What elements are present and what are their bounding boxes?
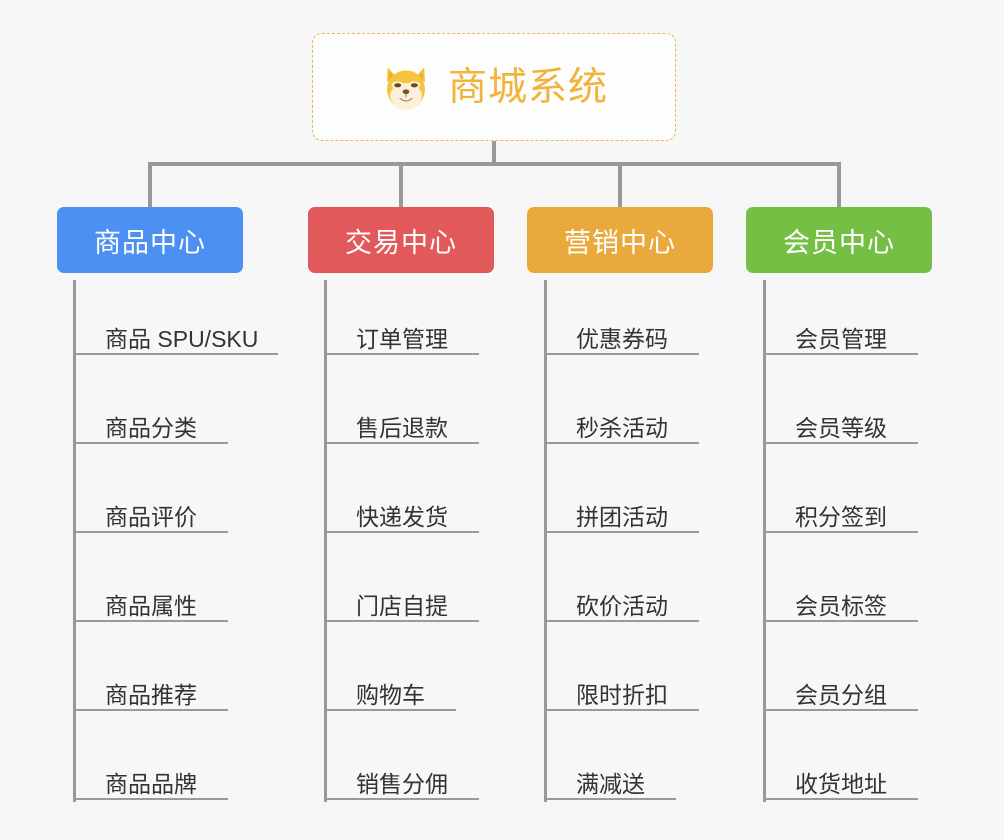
leaf-item[interactable]: 会员管理 — [763, 325, 918, 355]
connector-horizontal-bus — [148, 162, 840, 166]
shiba-dog-face-icon — [386, 67, 426, 110]
leaf-item-label: 商品品牌 — [105, 771, 197, 797]
leaf-item-label: 商品 SPU/SKU — [105, 326, 259, 352]
leaf-item[interactable]: 拼团活动 — [544, 503, 699, 533]
connector-drop-branch-4 — [837, 162, 841, 209]
leaf-item-label: 快递发货 — [356, 504, 448, 530]
leaf-item-label: 商品分类 — [105, 415, 197, 441]
leaf-item-label: 限时折扣 — [576, 682, 668, 708]
root-node-mall-system[interactable]: 商城系统 — [312, 33, 676, 141]
leaf-item[interactable]: 购物车 — [324, 681, 456, 711]
leaf-item-label: 会员标签 — [795, 593, 887, 619]
branch-node-label: 交易中心 — [345, 227, 457, 258]
leaf-item[interactable]: 门店自提 — [324, 592, 479, 622]
leaf-column-spine — [763, 280, 766, 802]
leaf-item[interactable]: 会员标签 — [763, 592, 918, 622]
root-node-title: 商城系统 — [447, 65, 608, 109]
leaf-item[interactable]: 商品 SPU/SKU — [73, 325, 278, 355]
connector-drop-branch-1 — [148, 162, 152, 209]
connector-root-stem — [492, 141, 496, 164]
leaf-column-spine — [73, 280, 76, 802]
leaf-item[interactable]: 销售分佣 — [324, 770, 479, 800]
leaf-item-label: 拼团活动 — [576, 504, 668, 530]
leaf-item-label: 积分签到 — [795, 504, 887, 530]
branch-node-label: 营销中心 — [564, 227, 676, 258]
leaf-item[interactable]: 收货地址 — [763, 770, 918, 800]
connector-drop-branch-3 — [618, 162, 622, 209]
branch-node-2[interactable]: 交易中心 — [308, 207, 494, 273]
leaf-item-label: 优惠券码 — [576, 326, 668, 352]
leaf-item[interactable]: 快递发货 — [324, 503, 479, 533]
leaf-item-label: 购物车 — [356, 682, 425, 708]
leaf-item-label: 售后退款 — [356, 415, 448, 441]
leaf-item-label: 销售分佣 — [356, 771, 448, 797]
leaf-item[interactable]: 限时折扣 — [544, 681, 699, 711]
leaf-item[interactable]: 积分签到 — [763, 503, 918, 533]
leaf-item[interactable]: 订单管理 — [324, 325, 479, 355]
branch-node-label: 会员中心 — [783, 227, 895, 258]
leaf-item-label: 商品评价 — [105, 504, 197, 530]
leaf-item[interactable]: 商品分类 — [73, 414, 228, 444]
leaf-item[interactable]: 商品评价 — [73, 503, 228, 533]
leaf-item[interactable]: 满减送 — [544, 770, 676, 800]
leaf-item-label: 秒杀活动 — [576, 415, 668, 441]
leaf-item[interactable]: 优惠券码 — [544, 325, 699, 355]
leaf-item[interactable]: 商品属性 — [73, 592, 228, 622]
leaf-item[interactable]: 售后退款 — [324, 414, 479, 444]
leaf-item-label: 砍价活动 — [576, 593, 668, 619]
leaf-item[interactable]: 商品品牌 — [73, 770, 228, 800]
leaf-item[interactable]: 会员分组 — [763, 681, 918, 711]
branch-node-4[interactable]: 会员中心 — [746, 207, 932, 273]
leaf-item[interactable]: 商品推荐 — [73, 681, 228, 711]
leaf-item[interactable]: 会员等级 — [763, 414, 918, 444]
leaf-item-label: 会员分组 — [795, 682, 887, 708]
leaf-item-label: 满减送 — [576, 771, 645, 797]
leaf-item-label: 商品属性 — [105, 593, 197, 619]
connector-drop-branch-2 — [399, 162, 403, 209]
branch-node-3[interactable]: 营销中心 — [527, 207, 713, 273]
leaf-item[interactable]: 砍价活动 — [544, 592, 699, 622]
branch-node-1[interactable]: 商品中心 — [57, 207, 243, 273]
leaf-item-label: 收货地址 — [795, 771, 887, 797]
leaf-item-label: 订单管理 — [356, 326, 448, 352]
leaf-item-label: 会员管理 — [795, 326, 887, 352]
leaf-item-label: 会员等级 — [795, 415, 887, 441]
leaf-item[interactable]: 秒杀活动 — [544, 414, 699, 444]
leaf-column-spine — [544, 280, 547, 802]
leaf-item-label: 门店自提 — [356, 593, 448, 619]
leaf-column-spine — [324, 280, 327, 802]
branch-node-label: 商品中心 — [94, 227, 206, 258]
leaf-item-label: 商品推荐 — [105, 682, 197, 708]
